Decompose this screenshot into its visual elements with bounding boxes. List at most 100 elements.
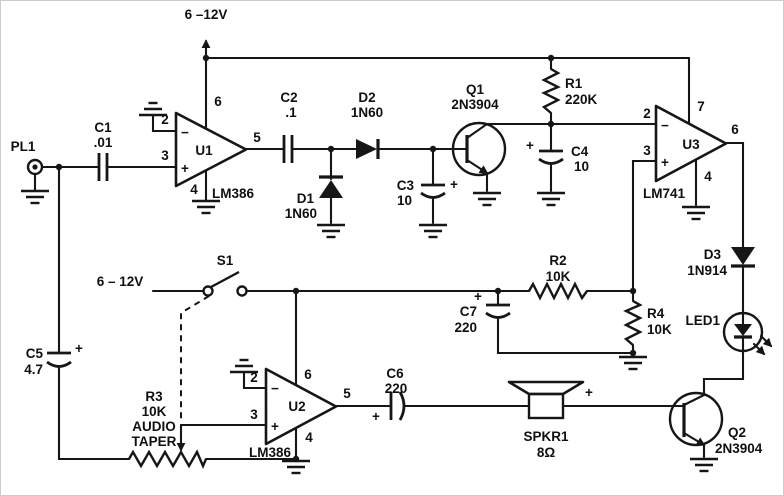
c1-capacitor <box>97 153 109 181</box>
c1-value-label: .01 <box>94 135 113 150</box>
spkr1-ref-label: SPKR1 <box>523 429 569 444</box>
r1-ref-label: R1 <box>565 76 583 91</box>
c4-value-label: 10 <box>574 159 589 174</box>
ground-q2 <box>688 457 720 473</box>
c5-ref-label: C5 <box>26 346 44 361</box>
c6-plus-sign: + <box>372 409 380 424</box>
q2-ref-label: Q2 <box>728 425 746 440</box>
junction-dots <box>55 54 637 463</box>
c1-ref-label: C1 <box>94 120 112 135</box>
u2-part-label: LM386 <box>249 445 292 460</box>
ground-c3 <box>417 223 449 239</box>
spkr1-value-label: 8Ω <box>537 445 556 460</box>
q1-transistor <box>451 121 507 177</box>
r4-value-label: 10K <box>647 322 672 337</box>
r3-value-label: 10K <box>142 404 167 419</box>
r2-ref-label: R2 <box>549 253 566 268</box>
u2-minus-sign: − <box>271 381 279 396</box>
c5-capacitor <box>46 351 72 368</box>
u3-ref-label: U3 <box>682 137 700 152</box>
u2-pin6-label: 6 <box>304 367 312 382</box>
u3-pin6-label: 6 <box>731 122 739 137</box>
c4-capacitor <box>538 149 564 165</box>
r3-ref-label: R3 <box>145 389 163 404</box>
ground-u1-pin4 <box>190 199 222 215</box>
power-switched-label: 6 – 12V <box>97 274 144 289</box>
labels: 6 –12V 6 – 12V PL1 C1 .01 2 3 − + 6 5 4 … <box>11 7 763 460</box>
spkr1-plus-sign: + <box>585 385 593 400</box>
r3-note1-label: AUDIO <box>132 419 176 434</box>
led-emission-arrow <box>759 334 773 348</box>
c6-value-label: 220 <box>385 381 408 396</box>
u3-opamp <box>654 104 728 183</box>
r3-potentiometer <box>127 449 208 470</box>
spkr1-speaker <box>507 380 585 420</box>
d2-part-label: 1N60 <box>351 105 383 120</box>
ground-c4 <box>535 191 567 207</box>
u1-minus-sign: − <box>181 125 189 140</box>
wires <box>33 39 745 461</box>
c3-value-label: 10 <box>397 193 412 208</box>
led1-label: LED1 <box>685 313 720 328</box>
u1-ref-label: U1 <box>195 143 213 158</box>
r1-resistor <box>541 67 561 114</box>
c4-plus-sign: + <box>526 138 534 153</box>
ground-d1 <box>315 223 347 239</box>
r2-value-label: 10K <box>546 269 571 284</box>
u1-pin5-label: 5 <box>253 130 261 145</box>
d3-ref-label: D3 <box>704 247 722 262</box>
d1-part-label: 1N60 <box>285 206 317 221</box>
c2-capacitor <box>282 135 294 163</box>
u2-pin3-label: 3 <box>250 407 258 422</box>
ground-u2-pin4 <box>280 459 312 475</box>
u2-opamp <box>264 367 338 446</box>
q2-transistor <box>668 391 724 447</box>
led-emission-arrow <box>752 342 766 356</box>
u1-pin6-label: 6 <box>214 94 222 109</box>
r2-resistor <box>527 281 588 301</box>
c3-capacitor <box>420 183 446 199</box>
r4-ref-label: R4 <box>647 306 665 321</box>
c5-plus-sign: + <box>75 341 83 356</box>
d1-diode <box>319 175 343 198</box>
c7-plus-sign: + <box>474 289 482 304</box>
r4-resistor <box>623 299 643 346</box>
u3-pin2-label: 2 <box>643 106 651 121</box>
u2-pin5-label: 5 <box>343 386 351 401</box>
u3-pin4-label: 4 <box>704 169 712 184</box>
d2-diode <box>356 139 380 159</box>
r3-note2-label: TAPER <box>132 434 177 449</box>
c2-value-label: .1 <box>285 105 297 120</box>
c7-ref-label: C7 <box>460 304 477 319</box>
u1-opamp <box>174 111 248 188</box>
u3-minus-sign: − <box>661 118 669 133</box>
c2-ref-label: C2 <box>280 90 297 105</box>
u1-pin3-label: 3 <box>161 148 169 163</box>
q1-ref-label: Q1 <box>466 82 485 97</box>
u2-pin4-label: 4 <box>305 430 313 445</box>
d3-diode <box>731 247 755 268</box>
power-top-label: 6 –12V <box>185 7 228 22</box>
c3-ref-label: C3 <box>397 178 415 193</box>
c6-ref-label: C6 <box>386 366 404 381</box>
u3-pin3-label: 3 <box>643 143 651 158</box>
led1-led <box>722 311 773 356</box>
c7-value-label: 220 <box>454 320 477 335</box>
c3-plus-sign: + <box>450 177 458 192</box>
ground-r4-c7 <box>617 355 649 371</box>
d2-ref-label: D2 <box>358 90 375 105</box>
u1-part-label: LM386 <box>212 186 255 201</box>
u1-pin2-label: 2 <box>161 112 169 127</box>
ground-pl1 <box>19 189 51 205</box>
c5-value-label: 4.7 <box>24 362 43 377</box>
d1-ref-label: D1 <box>297 191 315 206</box>
ground-q1 <box>471 191 503 207</box>
u1-pin4-label: 4 <box>190 182 198 197</box>
s1-switch <box>202 270 248 297</box>
u2-ref-label: U2 <box>288 399 305 414</box>
u3-part-label: LM741 <box>643 186 686 201</box>
c7-capacitor <box>485 303 511 319</box>
r1-value-label: 220K <box>565 92 598 107</box>
